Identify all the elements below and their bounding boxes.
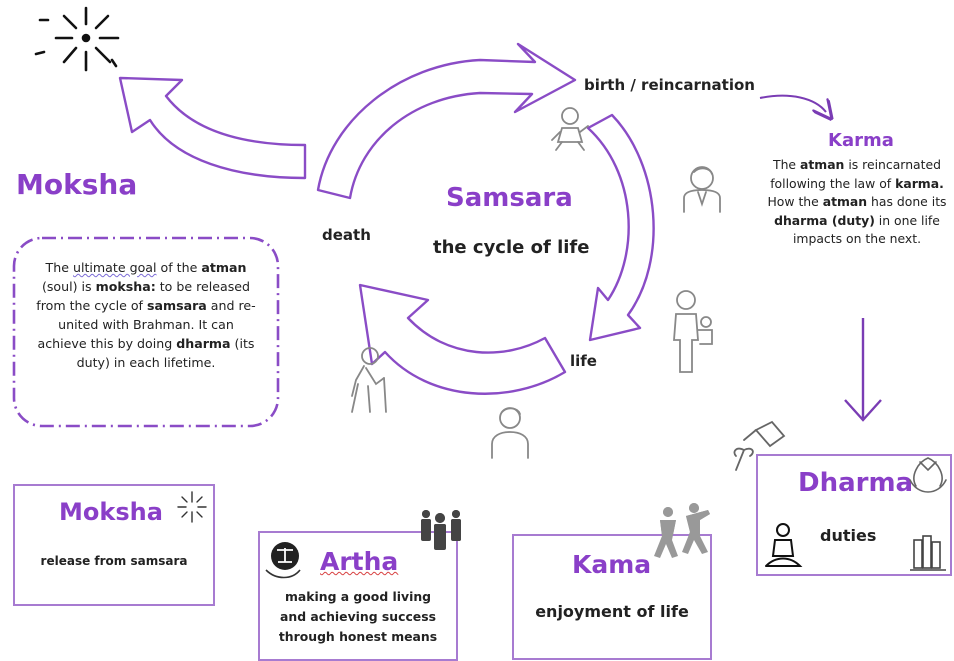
- karma-title: Karma: [828, 130, 894, 151]
- moksha-explanation-frame: [12, 236, 280, 428]
- artha-line-1: making a good living: [284, 589, 432, 604]
- artha-card-title: Artha: [320, 547, 399, 576]
- dharma-card-text: duties: [820, 526, 877, 545]
- moksha-card-title: Moksha: [59, 498, 163, 526]
- kama-card-title: Kama: [572, 550, 652, 579]
- kama-card: Kama enjoyment of life: [512, 534, 712, 660]
- artha-line-3: through honest means: [278, 629, 438, 644]
- moksha-card: Moksha release from samsara: [13, 484, 215, 606]
- karma-explanation: The atman is reincarnated following the …: [767, 157, 947, 246]
- label-birth: birth / reincarnation: [584, 76, 755, 94]
- moksha-explanation: The ultimate goal of the atman (soul) is…: [36, 260, 256, 370]
- artha-card: Artha making a good living and achieving…: [258, 531, 458, 661]
- arrow-to-moksha: [118, 76, 307, 180]
- arrow-death-to-birth: [316, 42, 577, 200]
- parent-with-child-icon: [673, 290, 713, 373]
- dharma-card-title: Dharma: [798, 468, 914, 498]
- young-man-icon: [683, 166, 721, 213]
- samsara-title: Samsara: [446, 183, 573, 213]
- watering-can-icon: [733, 420, 786, 471]
- artha-card-text: making a good living and achieving succe…: [260, 587, 456, 647]
- arrow-birth-to-life: [586, 113, 655, 342]
- arrow-to-karma: [759, 94, 826, 112]
- artha-line-2: and achieving success: [280, 609, 436, 624]
- samsara-subtitle: the cycle of life: [433, 237, 590, 258]
- sparkle-burst-icon: [34, 6, 120, 72]
- baby-icon: [551, 107, 589, 151]
- moksha-heading: Moksha: [16, 168, 138, 201]
- dharma-card: Dharma duties: [756, 454, 952, 576]
- label-death: death: [322, 226, 371, 244]
- kama-card-text: enjoyment of life: [535, 602, 689, 621]
- sparkle-small-icon: [177, 491, 207, 523]
- label-life: life: [570, 352, 597, 370]
- elderly-with-cane-icon: [351, 347, 387, 413]
- arrow-life-to-death: [358, 283, 567, 395]
- moksha-card-text: release from samsara: [40, 554, 188, 568]
- arrow-karma-to-dharma: [844, 318, 882, 422]
- adult-person-icon: [491, 407, 529, 459]
